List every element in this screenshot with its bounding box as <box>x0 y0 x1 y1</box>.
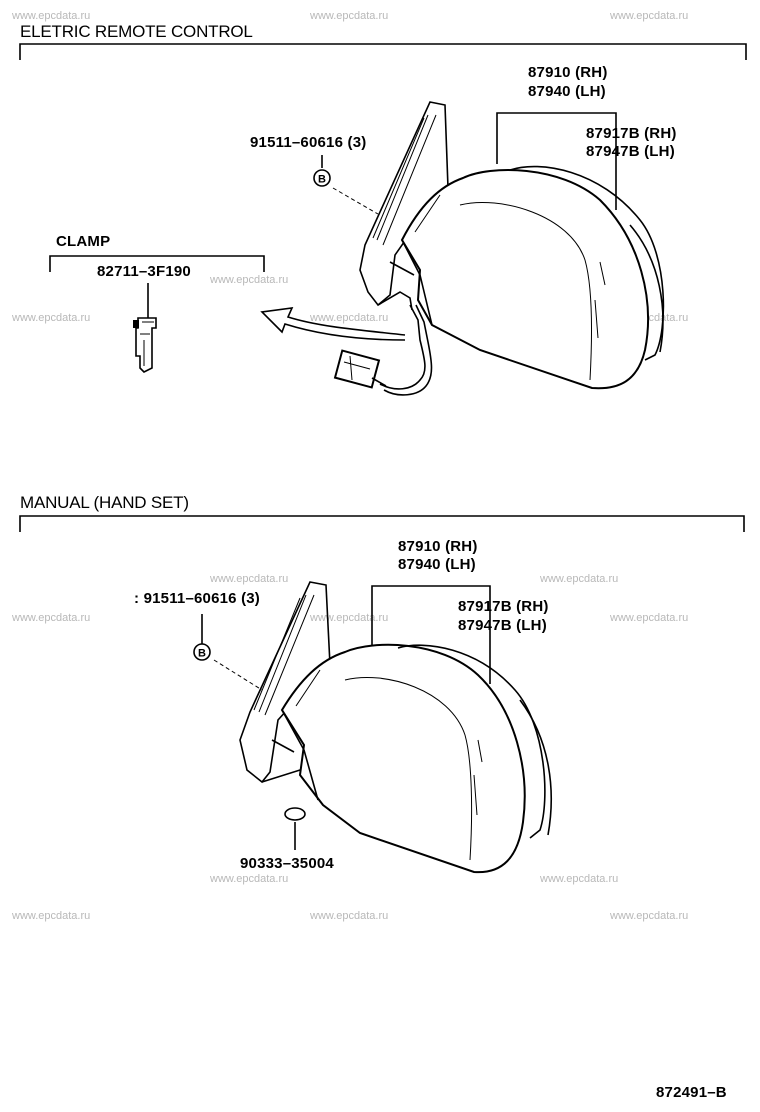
part-number-clamp: 82711–3F190 <box>97 263 191 280</box>
dashed-leader-screw-electric <box>332 187 379 215</box>
leader-mirror-assy-electric <box>496 112 617 210</box>
section-bracket-manual <box>19 515 745 532</box>
part-number-grommet: 90333–35004 <box>240 855 334 872</box>
mirror-housing-electric <box>400 165 665 390</box>
screw-marker-letter: B <box>198 648 206 660</box>
watermark: www.epcdata.ru <box>610 612 689 624</box>
watermark: www.epcdata.ru <box>210 873 289 885</box>
part-number-outer-lh-manual: 87947B (LH) <box>458 617 547 634</box>
part-number-mirror-assy-lh-manual: 87940 (LH) <box>398 556 476 573</box>
part-number-mirror-assy-lh-electric: 87940 (LH) <box>528 83 606 100</box>
section-title-electric: ELETRIC REMOTE CONTROL <box>20 22 253 41</box>
watermark: www.epcdata.ru <box>310 612 389 624</box>
figure-code: 872491–B <box>656 1084 727 1101</box>
part-number-mirror-assy-rh-manual: 87910 (RH) <box>398 538 478 555</box>
part-number-outer-rh-manual: 87917B (RH) <box>458 598 549 615</box>
section-title-manual: MANUAL (HAND SET) <box>20 493 189 512</box>
part-number-mirror-assy-rh-electric: 87910 (RH) <box>528 64 608 81</box>
clamp-bracket <box>49 255 265 272</box>
clamp-label: CLAMP <box>56 233 111 250</box>
watermark: www.epcdata.ru <box>12 612 91 624</box>
clamp-part-drawing <box>133 317 157 373</box>
leader-mirror-assy-manual <box>371 585 491 684</box>
watermark: www.epcdata.ru <box>610 10 689 22</box>
part-number-screw-manual: : 91511–60616 (3) <box>134 590 261 607</box>
arrow-to-clamp <box>260 307 406 341</box>
watermark: www.epcdata.ru <box>12 910 91 922</box>
screw-marker-manual <box>193 643 211 661</box>
watermark: www.epcdata.ru <box>210 274 289 286</box>
dashed-leader-screw-manual <box>213 659 263 691</box>
watermark: www.epcdata.ru <box>610 910 689 922</box>
watermark: www.epcdata.ru <box>540 873 619 885</box>
watermark: www.epcdata.ru <box>310 10 389 22</box>
mirror-base-electric <box>359 101 449 311</box>
watermark: www.epcdata.ru <box>210 573 289 585</box>
grommet-part-drawing <box>284 807 306 821</box>
watermark: www.epcdata.ru <box>540 573 619 585</box>
part-number-outer-lh-electric: 87947B (LH) <box>586 143 675 160</box>
watermark: www.epcdata.ru <box>310 312 389 324</box>
mirror-housing-manual <box>280 643 552 874</box>
watermark: www.epcdata.ru <box>12 10 91 22</box>
section-bracket-electric <box>19 43 747 60</box>
screw-marker-electric <box>313 169 331 187</box>
watermark: www.epcdata.ru <box>12 312 91 324</box>
part-number-screw-electric: 91511–60616 (3) <box>250 134 367 151</box>
watermark: www.epcdata.ru <box>310 910 389 922</box>
part-number-outer-rh-electric: 87917B (RH) <box>586 125 677 142</box>
wire-connector-electric <box>333 304 433 396</box>
screw-marker-letter: B <box>318 174 326 186</box>
